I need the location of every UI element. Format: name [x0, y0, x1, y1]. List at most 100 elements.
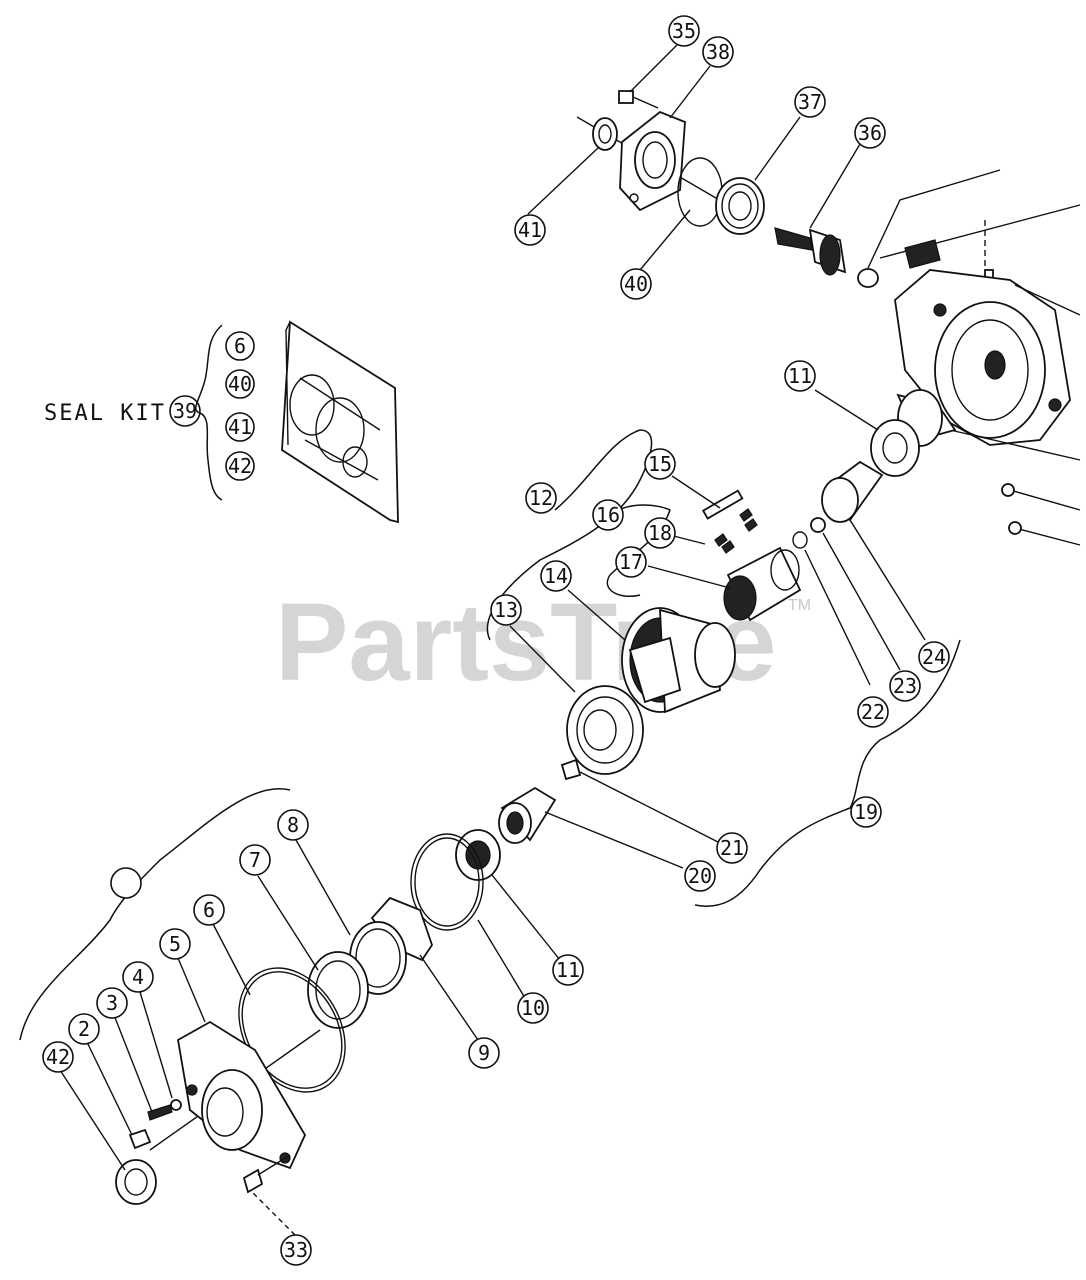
- part-3-spring: [147, 1104, 173, 1121]
- seal-kit-item-41[interactable]: 41: [225, 412, 255, 442]
- seal-kit-group: SEAL KIT 39 6 40 41 42: [44, 320, 399, 524]
- seal-kit-bag: [281, 320, 399, 524]
- svg-text:7: 7: [249, 848, 261, 872]
- bag-seal-ring-c: [342, 446, 368, 478]
- part-2-plug: [128, 1128, 152, 1150]
- group-12-outline: [486, 429, 653, 641]
- callout-10[interactable]: 10: [517, 992, 549, 1024]
- callout-1[interactable]: [110, 867, 142, 899]
- svg-text:16: 16: [596, 503, 620, 527]
- callout-5[interactable]: 5: [159, 928, 191, 960]
- seal-kit-number-callout[interactable]: 39: [169, 395, 201, 427]
- callout-17[interactable]: 17: [615, 546, 647, 578]
- svg-text:39: 39: [173, 399, 197, 423]
- part-4-washer: [170, 1099, 182, 1111]
- group-19-outline: [694, 639, 961, 907]
- svg-text:15: 15: [648, 452, 672, 476]
- callout-9[interactable]: 9: [468, 1037, 500, 1069]
- callout-7[interactable]: 7: [239, 844, 271, 876]
- svg-text:37: 37: [798, 90, 822, 114]
- callout-8[interactable]: 8: [277, 809, 309, 841]
- middle-assembly: [498, 419, 920, 844]
- callout-20[interactable]: 20: [684, 860, 716, 892]
- callout-15[interactable]: 15: [644, 448, 676, 480]
- callout-16[interactable]: 16: [592, 499, 624, 531]
- part-33-bolt: [242, 1168, 264, 1194]
- callout-19[interactable]: 19: [850, 796, 882, 828]
- svg-text:3: 3: [106, 991, 118, 1015]
- svg-text:8: 8: [287, 813, 299, 837]
- lower-assembly: [115, 829, 501, 1205]
- part-22-snap-ring: [792, 531, 808, 549]
- part-key: [904, 239, 941, 269]
- svg-text:4: 4: [132, 965, 144, 989]
- callout-38[interactable]: 38: [702, 36, 734, 68]
- callout-4[interactable]: 4: [122, 961, 154, 993]
- part-36-pinion-shaft: [774, 227, 813, 251]
- callout-40[interactable]: 40: [620, 268, 652, 300]
- callout-36[interactable]: 36: [854, 117, 886, 149]
- callout-24[interactable]: 24: [918, 641, 950, 673]
- part-15-pin: [701, 489, 744, 520]
- svg-text:41: 41: [518, 218, 542, 242]
- svg-text:13: 13: [494, 598, 518, 622]
- bag-lines: [299, 377, 381, 481]
- part-13-bearing: [566, 685, 644, 775]
- svg-text:2: 2: [78, 1017, 90, 1041]
- callout-11-upper[interactable]: 11: [784, 360, 816, 392]
- svg-text:38: 38: [706, 40, 730, 64]
- svg-text:42: 42: [46, 1045, 70, 1069]
- svg-text:9: 9: [478, 1041, 490, 1065]
- svg-text:18: 18: [648, 521, 672, 545]
- part-bushing-top: [857, 268, 879, 288]
- part-nut-right-b: [1008, 521, 1022, 535]
- callout-12[interactable]: 12: [525, 482, 557, 514]
- group-1-outline: [19, 787, 291, 1041]
- callout-22[interactable]: 22: [857, 696, 889, 728]
- seal-kit-item-42[interactable]: 42: [225, 451, 255, 481]
- part-21-pin: [560, 758, 582, 781]
- seal-kit-item-40[interactable]: 40: [225, 369, 255, 399]
- seal-kit-label: SEAL KIT: [44, 401, 166, 426]
- main-housing: [894, 269, 1081, 546]
- seal-kit-item-6[interactable]: 6: [225, 331, 255, 361]
- svg-text:42: 42: [228, 454, 252, 478]
- part-11-bearing-upper: [870, 419, 920, 477]
- part-23-collar: [810, 517, 826, 533]
- svg-text:14: 14: [544, 564, 568, 588]
- svg-text:33: 33: [284, 1238, 308, 1262]
- callout-14[interactable]: 14: [540, 560, 572, 592]
- svg-text:12: 12: [529, 486, 553, 510]
- top-assembly: [576, 90, 1081, 288]
- svg-text:23: 23: [893, 674, 917, 698]
- part-7-race: [307, 951, 369, 1029]
- callout-21[interactable]: 21: [716, 832, 748, 864]
- svg-text:40: 40: [624, 272, 648, 296]
- bag-seal-ring-a: [289, 374, 335, 436]
- callout-42[interactable]: 42: [42, 1041, 74, 1073]
- svg-text:35: 35: [672, 19, 696, 43]
- callout-2[interactable]: 2: [68, 1013, 100, 1045]
- svg-text:22: 22: [861, 700, 885, 724]
- callout-33[interactable]: 33: [280, 1234, 312, 1266]
- callout-11-lower[interactable]: 11: [552, 954, 584, 986]
- callout-6[interactable]: 6: [193, 894, 225, 926]
- part-10-oring: [410, 833, 484, 931]
- part-41-seal: [592, 117, 618, 151]
- callout-18[interactable]: 18: [644, 517, 676, 549]
- callout-37[interactable]: 37: [794, 86, 826, 118]
- callout-35[interactable]: 35: [668, 15, 700, 47]
- callout-41[interactable]: 41: [514, 214, 546, 246]
- seal-kit-brace: [195, 324, 223, 501]
- svg-text:17: 17: [619, 550, 643, 574]
- callout-3[interactable]: 3: [96, 987, 128, 1019]
- callout-13[interactable]: 13: [490, 594, 522, 626]
- part-nut-right-a: [1001, 483, 1015, 497]
- svg-text:19: 19: [854, 800, 878, 824]
- svg-text:41: 41: [228, 415, 252, 439]
- svg-text:10: 10: [521, 996, 545, 1020]
- callout-23[interactable]: 23: [889, 670, 921, 702]
- part-42-seal: [115, 1159, 157, 1205]
